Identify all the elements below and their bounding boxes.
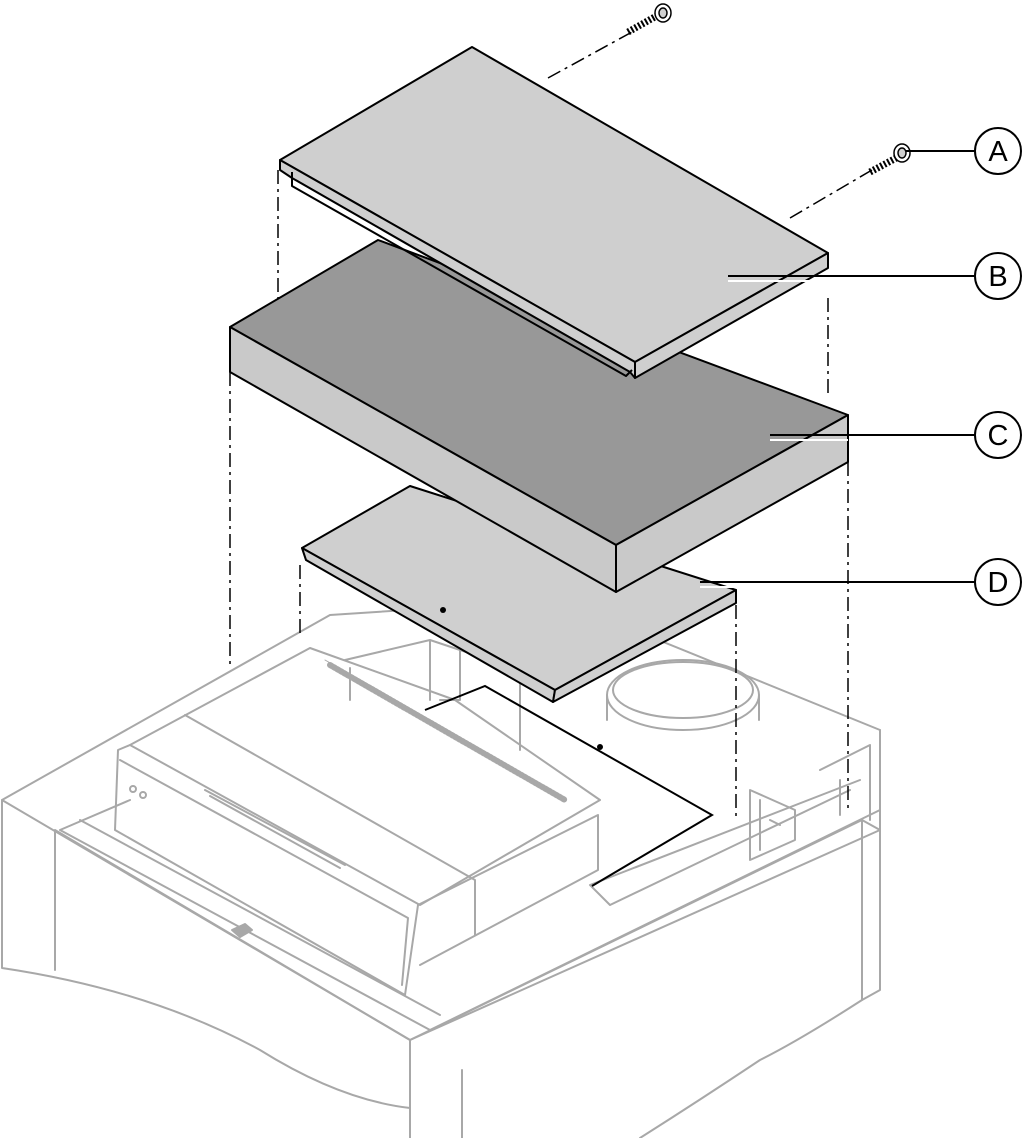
controller-led-1 xyxy=(129,785,137,793)
part-b-right-lip xyxy=(634,252,829,379)
panel-seat-outline xyxy=(424,684,714,887)
part-c-right xyxy=(615,414,849,593)
ribbed-strip xyxy=(327,662,568,803)
part-d-hole xyxy=(440,607,446,613)
guide-screw-2 xyxy=(789,169,873,219)
flue-pipe-side xyxy=(606,694,760,721)
housing-right-face xyxy=(409,819,863,1138)
part-d-right-lip xyxy=(552,589,737,703)
housing-left-face xyxy=(1,799,411,1109)
controller-box-front-inner xyxy=(119,759,409,986)
right-panel-lines xyxy=(819,744,871,821)
part-d-inner-cover xyxy=(301,485,737,703)
side-bracket xyxy=(749,789,796,861)
right-rail xyxy=(589,779,861,906)
part-b-lip-fold xyxy=(291,172,633,377)
controller-box-right xyxy=(417,814,599,966)
callout-d-label: D xyxy=(988,567,1009,599)
controller-box-slot-b xyxy=(209,795,341,869)
front-badge xyxy=(231,923,253,938)
assembly-guide-lines xyxy=(229,31,873,820)
callout-c: C xyxy=(974,411,1022,459)
controller-box-front xyxy=(114,744,419,996)
callout-b: B xyxy=(974,252,1022,300)
front-ledge-inner xyxy=(79,819,441,1016)
callout-b-label: B xyxy=(988,261,1007,293)
part-b-top-cover xyxy=(279,46,829,379)
housing-top-outline xyxy=(1,599,881,1041)
controller-led-2 xyxy=(139,791,147,799)
housing-inner-rim xyxy=(54,829,411,1041)
callout-leaders xyxy=(700,150,975,583)
guide-screw-1 xyxy=(547,31,633,79)
screw-icon xyxy=(868,143,911,176)
controller-box-slot xyxy=(204,789,346,866)
controller-box-top xyxy=(129,647,601,906)
front-ledge xyxy=(59,799,881,1031)
screw-icon xyxy=(626,3,672,36)
base-unit xyxy=(1,599,881,1138)
callout-a: A xyxy=(974,127,1022,175)
callout-a-label: A xyxy=(988,136,1008,168)
controller-box-divider xyxy=(184,714,476,936)
housing-right-edge xyxy=(861,729,881,1001)
part-b-lip-fold-inner xyxy=(295,179,621,367)
flue-pipe-inner xyxy=(612,661,754,719)
part-c-insulation xyxy=(229,239,849,593)
callout-c-label: C xyxy=(988,420,1009,452)
callout-d: D xyxy=(974,558,1022,606)
ribbed-strip-edge xyxy=(324,659,561,796)
leader-highlights xyxy=(700,280,848,588)
